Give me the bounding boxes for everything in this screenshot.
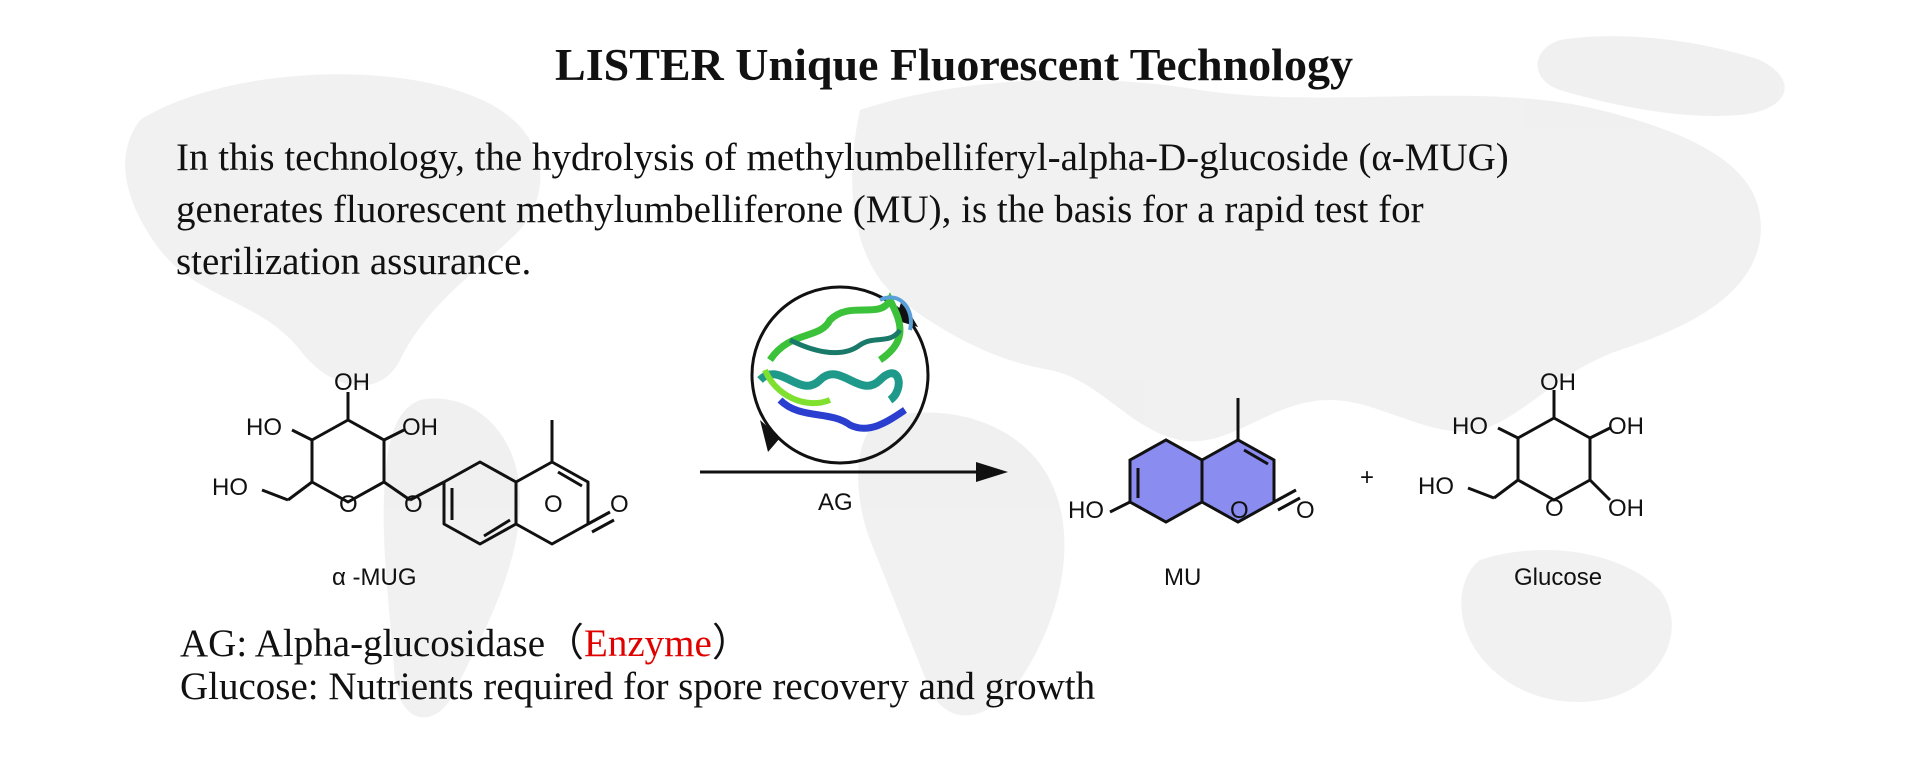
- mu-lactone-o: O: [1230, 497, 1249, 524]
- plus-sign: +: [1360, 464, 1374, 491]
- page-title: LISTER Unique Fluorescent Technology: [555, 39, 1353, 90]
- mug-lactone-o: O: [544, 491, 563, 518]
- glucose-oh-right: OH: [1608, 413, 1644, 440]
- mu-ho: HO: [1068, 497, 1104, 524]
- mu-carbonyl-o: O: [1296, 497, 1315, 524]
- mug-ho-ch2: HO: [212, 474, 248, 501]
- product-glucose-label: Glucose: [1514, 564, 1602, 591]
- enzyme-protein-ribbon-icon: [757, 292, 913, 432]
- legend-glucose: Glucose: Nutrients required for spore re…: [180, 665, 1096, 708]
- legend-ag: AG: Alpha-glucosidase（Enzyme）: [180, 612, 1680, 668]
- mug-carbonyl-o: O: [610, 491, 629, 518]
- mug-ring-o: O: [339, 491, 358, 518]
- product-mu-label: MU: [1164, 564, 1201, 591]
- cycle-arrowhead-bottom: [760, 420, 780, 452]
- legend-ag-prefix: AG: Alpha-glucosidase（: [180, 622, 585, 665]
- mug-oh-top: OH: [334, 369, 370, 396]
- mu-structure: [1109, 398, 1301, 524]
- mug-glycosidic-o: O: [404, 491, 423, 518]
- legend-ag-suffix: ）: [711, 622, 751, 665]
- reaction-arrowhead: [976, 462, 1008, 482]
- intro-line-2: generates fluorescent methylumbelliferon…: [176, 188, 1424, 231]
- alpha-mug-structure: [261, 392, 615, 546]
- glucose-ho-ch2: HO: [1418, 473, 1454, 500]
- substrate-label: α -MUG: [332, 564, 417, 591]
- glucose-ring-o: O: [1545, 495, 1564, 522]
- intro-paragraph: In this technology, the hydrolysis of me…: [176, 132, 1736, 288]
- glucose-oh-top: OH: [1540, 369, 1576, 396]
- enzyme-label: AG: [818, 489, 853, 516]
- intro-line-3: sterilization assurance.: [176, 240, 532, 283]
- legend-enzyme-highlight: Enzyme: [584, 622, 712, 665]
- mug-ho-left: HO: [246, 414, 282, 441]
- mug-oh-right: OH: [402, 414, 438, 441]
- intro-line-1: In this technology, the hydrolysis of me…: [176, 136, 1509, 179]
- glucose-ho-left: HO: [1452, 413, 1488, 440]
- glucose-structure: [1467, 390, 1612, 502]
- glucose-oh-bottom: OH: [1608, 495, 1644, 522]
- cycle-arrow: [750, 285, 930, 465]
